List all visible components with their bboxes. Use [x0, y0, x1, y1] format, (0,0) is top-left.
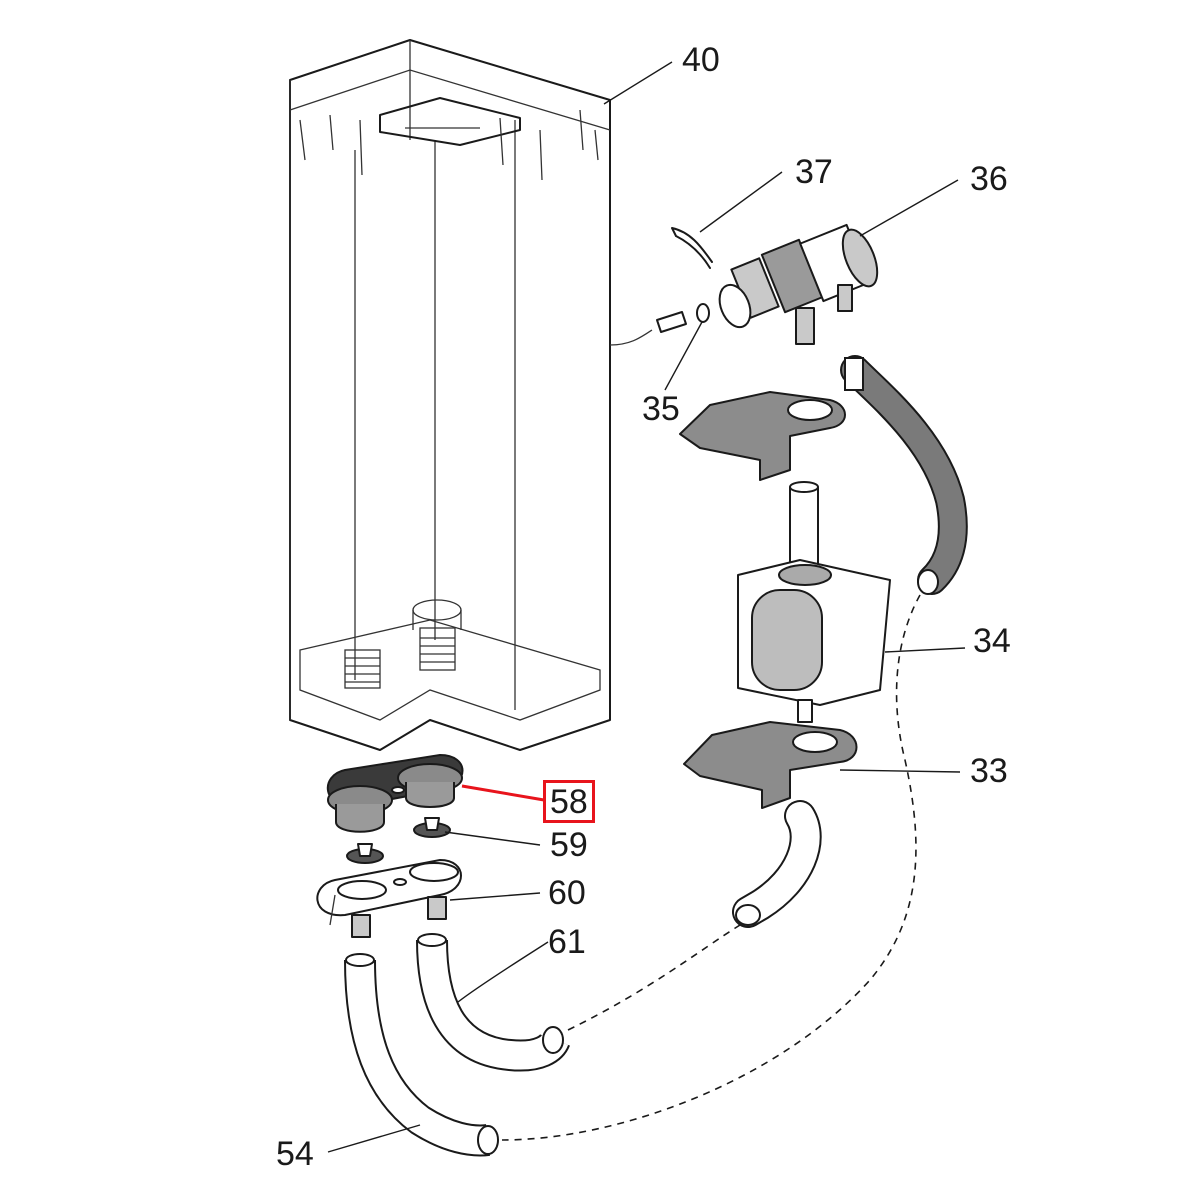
- leader-lines: [327, 61, 966, 1153]
- callout-59: 59: [550, 826, 588, 864]
- callout-40: 40: [682, 41, 720, 79]
- retaining-clip: [671, 227, 713, 269]
- valve-connector: [718, 223, 879, 345]
- small-valve-inserts: [346, 817, 451, 864]
- pin-and-o-ring: [656, 303, 710, 333]
- callout-37: 37: [795, 153, 833, 191]
- callout-33: 33: [970, 752, 1008, 790]
- tank-seal-plate: [326, 754, 464, 833]
- pump-inlet-hose: [840, 355, 968, 595]
- callout-36: 36: [970, 160, 1008, 198]
- connection-paths: [501, 594, 921, 1141]
- callout-58-highlighted: 58: [543, 780, 595, 823]
- lower-pump-bracket: [683, 721, 858, 809]
- tubes: [344, 800, 822, 1157]
- callout-60: 60: [548, 874, 586, 912]
- tank-base-plate: [316, 859, 462, 938]
- upper-pump-bracket: [679, 391, 846, 481]
- water-tank: [289, 39, 653, 751]
- callout-61: 61: [548, 923, 586, 961]
- pump: [737, 481, 891, 723]
- callout-34: 34: [973, 622, 1011, 660]
- callout-54: 54: [276, 1135, 314, 1173]
- callout-35: 35: [642, 390, 680, 428]
